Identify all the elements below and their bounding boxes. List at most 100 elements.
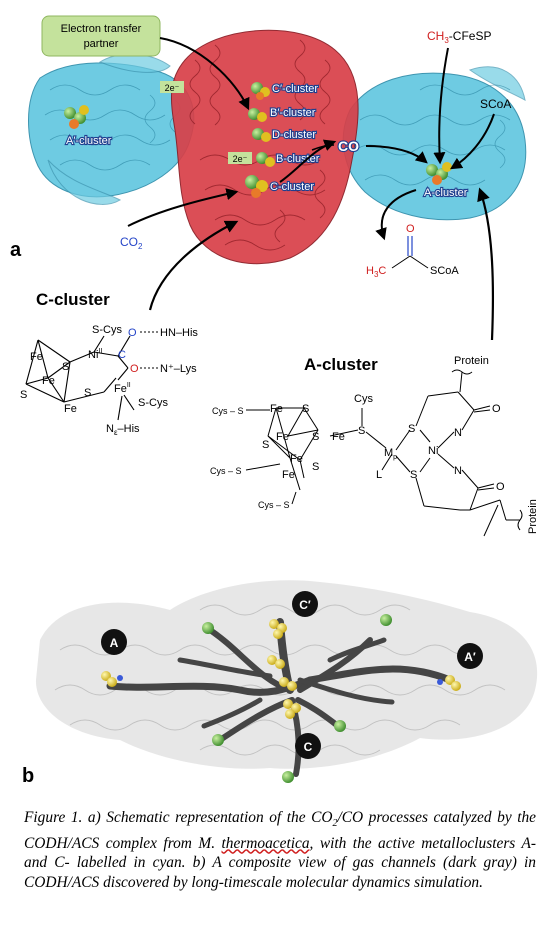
a-atom-o2: O <box>496 481 505 493</box>
a-atom-s4: S <box>312 461 319 473</box>
a-atom-s1: S <box>302 403 309 415</box>
a-cluster-label: A-cluster <box>424 187 468 199</box>
c-atom-o-top: O <box>128 327 137 339</box>
c-cluster-structure: C-cluster S-Cys O HN–His Fe NiII <box>20 290 198 437</box>
c-atom-fe-bottom: Fe <box>64 403 77 415</box>
a-atom-mp: Mp <box>384 447 397 461</box>
electron-label-1: 2e⁻ <box>165 83 180 93</box>
marker-a: A <box>101 629 127 655</box>
red-protein-core <box>171 29 359 265</box>
panel-a: Electron transfer partner 2e⁻ 2e⁻ <box>10 15 527 341</box>
a-to-product-arrow <box>375 189 417 241</box>
c-prime-cluster-sphere <box>251 82 270 100</box>
a-atom-fe1: Fe <box>270 403 283 415</box>
marker-c-label: C <box>304 740 313 754</box>
acetyl-coa-product: O H3C SCoA <box>366 223 459 279</box>
yellow-cluster-spheres <box>101 619 461 719</box>
c-atom-s-left: S <box>20 389 27 401</box>
c-atom-n-his: Nε–His <box>106 423 140 437</box>
a-atom-s5: S <box>358 425 365 437</box>
c-to-co-arrow <box>279 139 337 183</box>
c-atom-fe-mid: Fe <box>42 375 55 387</box>
a-prime-cluster-label: A′-cluster <box>66 135 112 147</box>
callout-line-1: Electron transfer <box>61 23 142 35</box>
a-cluster-title: A-cluster <box>304 355 378 374</box>
left-cyan-protein <box>28 53 195 205</box>
a-atom-cys-s-top: Cys – S <box>212 406 244 416</box>
callout-line-2: partner <box>84 38 119 50</box>
b-cluster-label: B-cluster <box>276 153 320 165</box>
co2-label: CO2 <box>120 235 143 251</box>
c-atom-scys-top: S-Cys <box>92 324 122 336</box>
marker-a-prime-label: A′ <box>464 650 476 664</box>
c-atom-s-bottom: S <box>84 387 91 399</box>
product-o: O <box>406 223 415 235</box>
product-h3c: H3C <box>366 265 386 279</box>
a-atom-n2: N <box>454 465 462 477</box>
gas-channels <box>106 618 454 777</box>
product-scoa: SCoA <box>430 265 459 277</box>
a-cluster-structure: A-cluster <box>210 355 539 537</box>
panel-b-letter: b <box>22 765 34 787</box>
panel-b: A C′ A′ C b <box>22 580 538 787</box>
a-atom-fe4: Fe <box>282 469 295 481</box>
c-structure-up-arrow <box>148 220 239 311</box>
c-cluster-title: C-cluster <box>36 290 110 309</box>
figure-caption: Figure 1. a) Schematic representation of… <box>24 809 536 891</box>
a-atom-fe5: Fe <box>332 431 345 443</box>
green-markers <box>202 614 392 783</box>
right-cyan-texture <box>354 84 511 186</box>
c-cluster-sphere <box>245 175 268 198</box>
ch3-arrow <box>433 47 449 165</box>
b-prime-cluster-label: B′-cluster <box>270 107 316 119</box>
a-atom-protein-right: Protein <box>527 499 539 534</box>
a-prime-cluster-sphere <box>64 105 89 129</box>
marker-c: C <box>295 733 321 759</box>
marker-c-prime-label: C′ <box>299 598 311 612</box>
a-atom-s3: S <box>312 431 319 443</box>
a-cluster-sphere <box>426 162 452 185</box>
scoa-input-label: SCoA <box>480 97 511 111</box>
a-atom-l: L <box>376 469 382 481</box>
scoa-arrow <box>449 113 495 170</box>
a-atom-n1: N <box>454 427 462 439</box>
a-atom-ni: Ni <box>428 445 438 457</box>
a-atom-s6: S <box>408 423 415 435</box>
electron-badge-1 <box>160 81 184 93</box>
a-atom-o1: O <box>492 403 501 415</box>
marker-a-prime: A′ <box>457 643 483 669</box>
c-atom-scys-right: S-Cys <box>138 397 168 409</box>
co-label: CO <box>338 138 359 154</box>
a-atom-cys-top: Cys <box>354 393 373 405</box>
a-atom-s2: S <box>262 439 269 451</box>
a-atom-protein-top: Protein <box>454 355 489 367</box>
c-atom-ni: NiII <box>88 348 102 361</box>
c-atom-fe-left: Fe <box>30 351 43 363</box>
a-atom-s7: S <box>410 469 417 481</box>
marker-c-prime: C′ <box>292 591 318 617</box>
d-cluster-sphere <box>252 128 271 142</box>
a-atom-cys-s-bot: Cys – S <box>258 500 290 510</box>
marker-a-label: A <box>110 636 119 650</box>
co2-arrow <box>127 188 239 227</box>
c-prime-cluster-label: C′-cluster <box>272 83 318 95</box>
d-cluster-label: D-cluster <box>272 129 316 141</box>
a-atom-cys-s-mid: Cys – S <box>210 466 242 476</box>
c-atom-n-lys: N⁺–Lys <box>160 363 197 375</box>
figure: Electron transfer partner 2e⁻ 2e⁻ <box>10 15 539 787</box>
a-atom-fe2: Fe <box>276 431 289 443</box>
red-protein-texture <box>189 39 331 251</box>
c-cluster-label: C-cluster <box>270 181 314 193</box>
electron-badge-2 <box>228 152 252 164</box>
c-atom-fe-right: FeII <box>114 382 131 395</box>
ch3-cfesp-label: CH3-CFeSP <box>427 29 491 45</box>
c-atom-s-mid: S <box>62 361 69 373</box>
callout-arrow <box>159 37 250 111</box>
co-to-a-arrow <box>365 145 428 164</box>
b-prime-cluster-sphere <box>248 108 267 122</box>
c-atom-o-mid: O <box>130 363 139 375</box>
c-atom-hn-his: HN–His <box>160 327 198 339</box>
electron-transfer-callout: Electron transfer partner <box>41 15 161 57</box>
panel-a-letter: a <box>10 239 22 261</box>
c-atom-c: C <box>118 349 126 361</box>
